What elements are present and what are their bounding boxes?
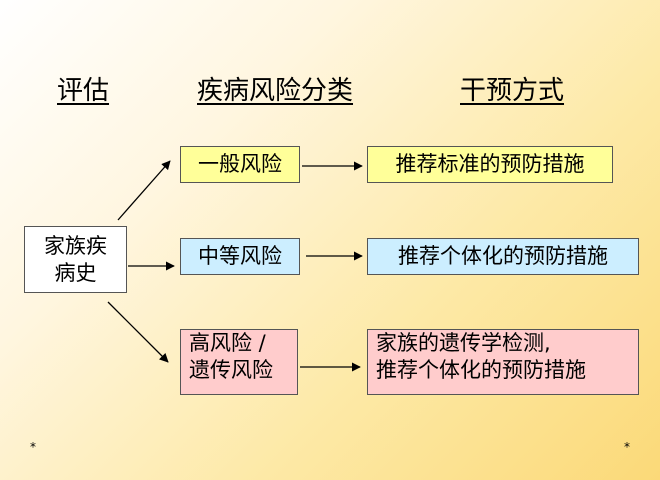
header-assessment: 评估 bbox=[57, 76, 110, 106]
intervention-high-box: 家族的遗传学检测, 推荐个体化的预防措施 bbox=[367, 329, 639, 395]
risk-high-box: 高风险 / 遗传风险 bbox=[180, 329, 298, 395]
risk-high-line2: 遗传风险 bbox=[189, 358, 273, 382]
footer-left-mark: * bbox=[30, 440, 36, 454]
header-risk-category: 疾病风险分类 bbox=[197, 76, 354, 106]
arrow-history-to-high bbox=[107, 301, 169, 363]
intervention-high-line2: 推荐个体化的预防措施 bbox=[376, 358, 586, 382]
intervention-personalized-box: 推荐个体化的预防措施 bbox=[367, 238, 639, 275]
arrow-history-to-general bbox=[117, 160, 171, 221]
footer-right-mark: * bbox=[624, 440, 630, 454]
family-history-line2: 病史 bbox=[54, 260, 97, 285]
family-history-line1: 家族疾 bbox=[44, 233, 107, 258]
intervention-standard-box: 推荐标准的预防措施 bbox=[367, 146, 613, 183]
risk-general-box: 一般风险 bbox=[180, 146, 300, 183]
risk-moderate-box: 中等风险 bbox=[180, 238, 300, 275]
header-intervention: 干预方式 bbox=[460, 76, 565, 106]
risk-high-line1: 高风险 / bbox=[189, 331, 266, 355]
intervention-high-line1: 家族的遗传学检测, bbox=[376, 331, 551, 355]
family-history-box: 家族疾 病史 bbox=[24, 226, 127, 293]
